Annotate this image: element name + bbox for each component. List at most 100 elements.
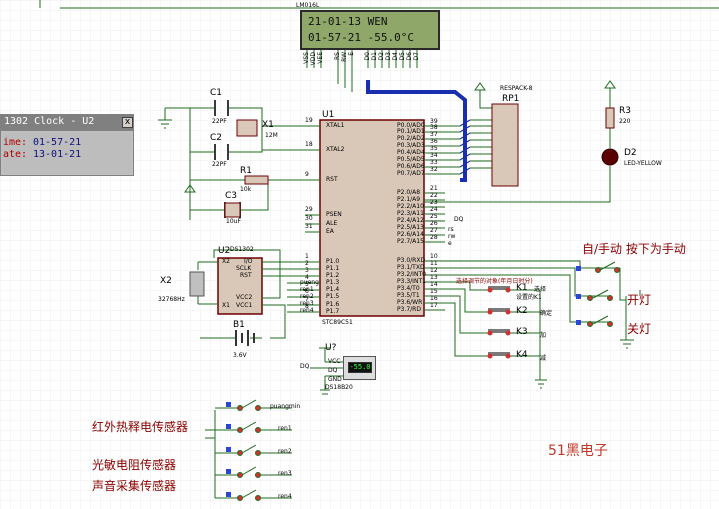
u1-right-pin-name: P0.6/AD6	[397, 163, 425, 170]
u1-right-pin-number: 15	[430, 288, 438, 295]
r3-ref: R3	[619, 106, 631, 116]
u1-right-pin-number: 23	[430, 199, 438, 206]
u2-pin-name: VCC1	[236, 302, 253, 309]
crystal-x1[interactable]	[236, 119, 258, 137]
c3-ref: C3	[225, 191, 238, 201]
brand-label: 51黑电子	[548, 443, 608, 459]
ds18b20-sensor[interactable]: -55.0	[343, 356, 376, 380]
u1-left-pin-number: 2	[305, 260, 309, 267]
u1-right-pin-name: P2.2/A10	[397, 203, 424, 210]
lcd-line-1: 21-01-13 WEN	[308, 15, 388, 28]
key-k2-ref: K2	[516, 306, 528, 316]
u7-dq-net: DQ	[300, 363, 310, 370]
mcu-u1-body[interactable]	[319, 119, 425, 317]
oscillator-network	[164, 107, 320, 220]
sensor-net-2: ren2	[278, 448, 292, 455]
u1-right-pin-name: P2.1/A9	[397, 196, 421, 203]
capacitor-c3[interactable]	[224, 202, 241, 218]
lcd-pin-label: D6	[406, 52, 413, 61]
u1-right-pin-name: P3.5/T1	[397, 292, 420, 299]
u2-part: DS1302	[230, 246, 254, 253]
u1-left-pin-name: P1.2	[326, 272, 340, 279]
lcd-pin-label: VDD	[310, 52, 317, 66]
u1-left-pin-name: P1.7	[326, 308, 340, 315]
u1-left-pin-number: 18	[305, 141, 313, 148]
u1-right-pin-number: 33	[430, 159, 438, 166]
u1-right-pin-number: 27	[430, 227, 438, 234]
lcd-display: 21-01-13 WEN 01-57-21 -55.0°C	[300, 10, 440, 50]
r1-ref: R1	[240, 166, 252, 176]
key-k3-label: 加	[540, 332, 547, 339]
time-label: ime:	[3, 137, 28, 148]
toggle-switches[interactable]	[576, 261, 620, 327]
rtc-u2-body[interactable]	[217, 257, 263, 315]
lcd-pin-label: VEE	[317, 52, 324, 64]
u1-left-pin-name: EA	[326, 228, 334, 235]
p0-bus-lines	[459, 119, 471, 175]
key-k3-ref: K3	[516, 327, 528, 337]
u1-left-pin-name: XTAL1	[326, 122, 345, 129]
u1-right-pin-name: P3.7/RD	[397, 306, 421, 313]
u1-right-pin-name: P0.7/AD7	[397, 170, 425, 177]
r1-value: 10k	[240, 186, 252, 193]
u1-right-pin-name: P3.3/INT1	[397, 278, 426, 285]
u1-left-pin-number: 6	[305, 288, 309, 295]
u1-right-pin-number: 17	[430, 302, 438, 309]
crystal-x2[interactable]	[189, 271, 205, 297]
u1-left-pin-number: 31	[305, 223, 313, 230]
sensor-net-3: ren3	[278, 470, 292, 477]
u1-left-pin-number: 5	[305, 281, 309, 288]
resistor-r1[interactable]	[244, 175, 269, 185]
lcd-pin-label: D0	[364, 52, 371, 61]
resistor-r3[interactable]	[605, 107, 615, 129]
battery-b1[interactable]	[235, 330, 255, 346]
key-k1-note: 选择调节的对象(年月日时分)	[456, 278, 533, 285]
u1-left-pin-name: P1.6	[326, 301, 340, 308]
u2-pin-name: SCLK	[236, 265, 252, 272]
u1-right-pin-number: 13	[430, 274, 438, 281]
sensor-switches[interactable]	[226, 399, 261, 501]
rp1-part: RESPACK-8	[500, 85, 533, 92]
lcd-pin-label: RS	[334, 52, 341, 60]
sensor-net-0: puangmin	[270, 403, 301, 410]
sound-sensor-label: 声音采集传感器	[92, 479, 177, 493]
c2-value: 22PF	[212, 161, 227, 168]
u1-right-pin-name: P0.2/AD2	[397, 135, 425, 142]
u1-left-pin-number: 19	[305, 117, 313, 124]
power-arrow-icon	[604, 80, 616, 89]
r3-value: 220	[619, 118, 631, 125]
ds1302-clock-window[interactable]: 1302 Clock - U2 x ime: 01-57-21 ate: 13-…	[0, 114, 134, 176]
u1-left-pin-name: RST	[326, 176, 338, 183]
u1-left-pin-name: PSEN	[326, 211, 342, 218]
u1-right-pin-name: P0.3/AD3	[397, 142, 425, 149]
respack-rp1[interactable]	[491, 103, 519, 187]
u1-right-pin-number: 10	[430, 253, 438, 260]
key-k1-sub: 设置的K1	[516, 294, 542, 301]
u1-pin-stubs	[300, 125, 460, 313]
key-k1-ref: K1	[516, 283, 528, 293]
u1-right-pin-number: 32	[430, 166, 438, 173]
u1-right-pin-name: P2.4/A12	[397, 217, 424, 224]
u1-right-pin-number: 28	[430, 234, 438, 241]
u1-right-pin-name: P2.7/A15	[397, 238, 424, 245]
u7-pin-dq: DQ	[328, 367, 338, 374]
u1-right-pin-name: P2.3/A11	[397, 210, 424, 217]
lcd-pin-label: D4	[392, 52, 399, 61]
u1-left-pin-name: XTAL2	[326, 146, 345, 153]
u1-right-pin-number: 35	[430, 145, 438, 152]
u1-right-pin-number: 39	[430, 118, 438, 125]
u1-right-pin-number: 38	[430, 124, 438, 131]
led-d2[interactable]	[601, 148, 619, 166]
u7-ref: U?	[325, 343, 337, 353]
u7-part: DS18B20	[325, 384, 353, 391]
close-button[interactable]: x	[122, 117, 133, 128]
u1-right-pin-number: 34	[430, 152, 438, 159]
window-titlebar[interactable]	[1, 115, 134, 131]
c1-ref: C1	[210, 88, 223, 98]
u1-left-pin-number: 7	[305, 296, 309, 303]
u1-ref: U1	[322, 110, 335, 120]
u1-right-pin-number: 25	[430, 213, 438, 220]
ds18b20-wiring	[310, 347, 343, 395]
push-buttons[interactable]	[487, 286, 511, 359]
